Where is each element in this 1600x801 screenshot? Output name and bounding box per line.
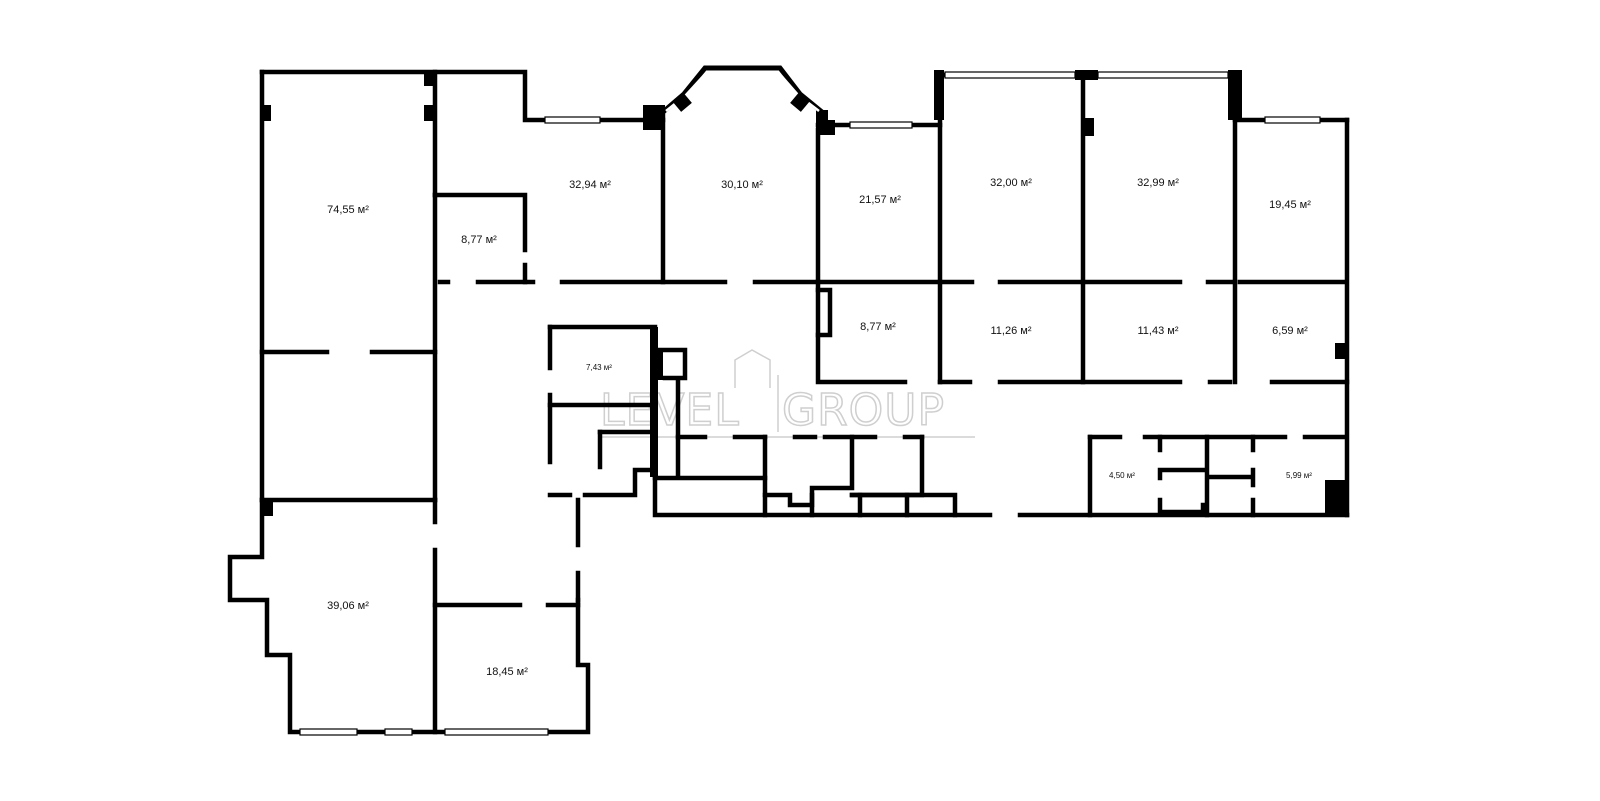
room-area-label: 6,59 м² [1272, 325, 1308, 337]
room-area-label: 8,77 м² [860, 321, 896, 333]
watermark-right-text: GROUP [782, 385, 945, 436]
room-area-label: 5,99 м² [1286, 471, 1312, 480]
room-area-label: 39,06 м² [327, 600, 369, 612]
walls [227, 69, 1350, 735]
room-area-label: 32,00 м² [990, 177, 1032, 189]
room-area-label: 21,57 м² [859, 194, 901, 206]
room-area-label: 8,77 м² [461, 234, 497, 246]
room-area-label: 11,26 м² [991, 325, 1032, 337]
room-area-label: 7,43 м² [586, 363, 612, 372]
room-labels: 74,55 м² 32,94 м² 30,10 м² 21,57 м² 32,0… [327, 177, 1312, 678]
watermark-logo: LEVEL GROUP [599, 349, 975, 438]
room-area-label: 4,50 м² [1109, 471, 1135, 480]
room-area-label: 32,99 м² [1137, 177, 1179, 189]
room-area-label: 30,10 м² [721, 179, 763, 191]
room-area-label: 18,45 м² [486, 666, 528, 678]
watermark-left-text: LEVEL [600, 385, 740, 436]
room-area-label: 11,43 м² [1138, 325, 1179, 337]
room-area-label: 74,55 м² [327, 204, 369, 216]
windows [299, 65, 1321, 736]
room-area-label: 32,94 м² [569, 179, 611, 191]
pillars [260, 70, 1349, 517]
room-area-label: 19,45 м² [1269, 199, 1311, 211]
